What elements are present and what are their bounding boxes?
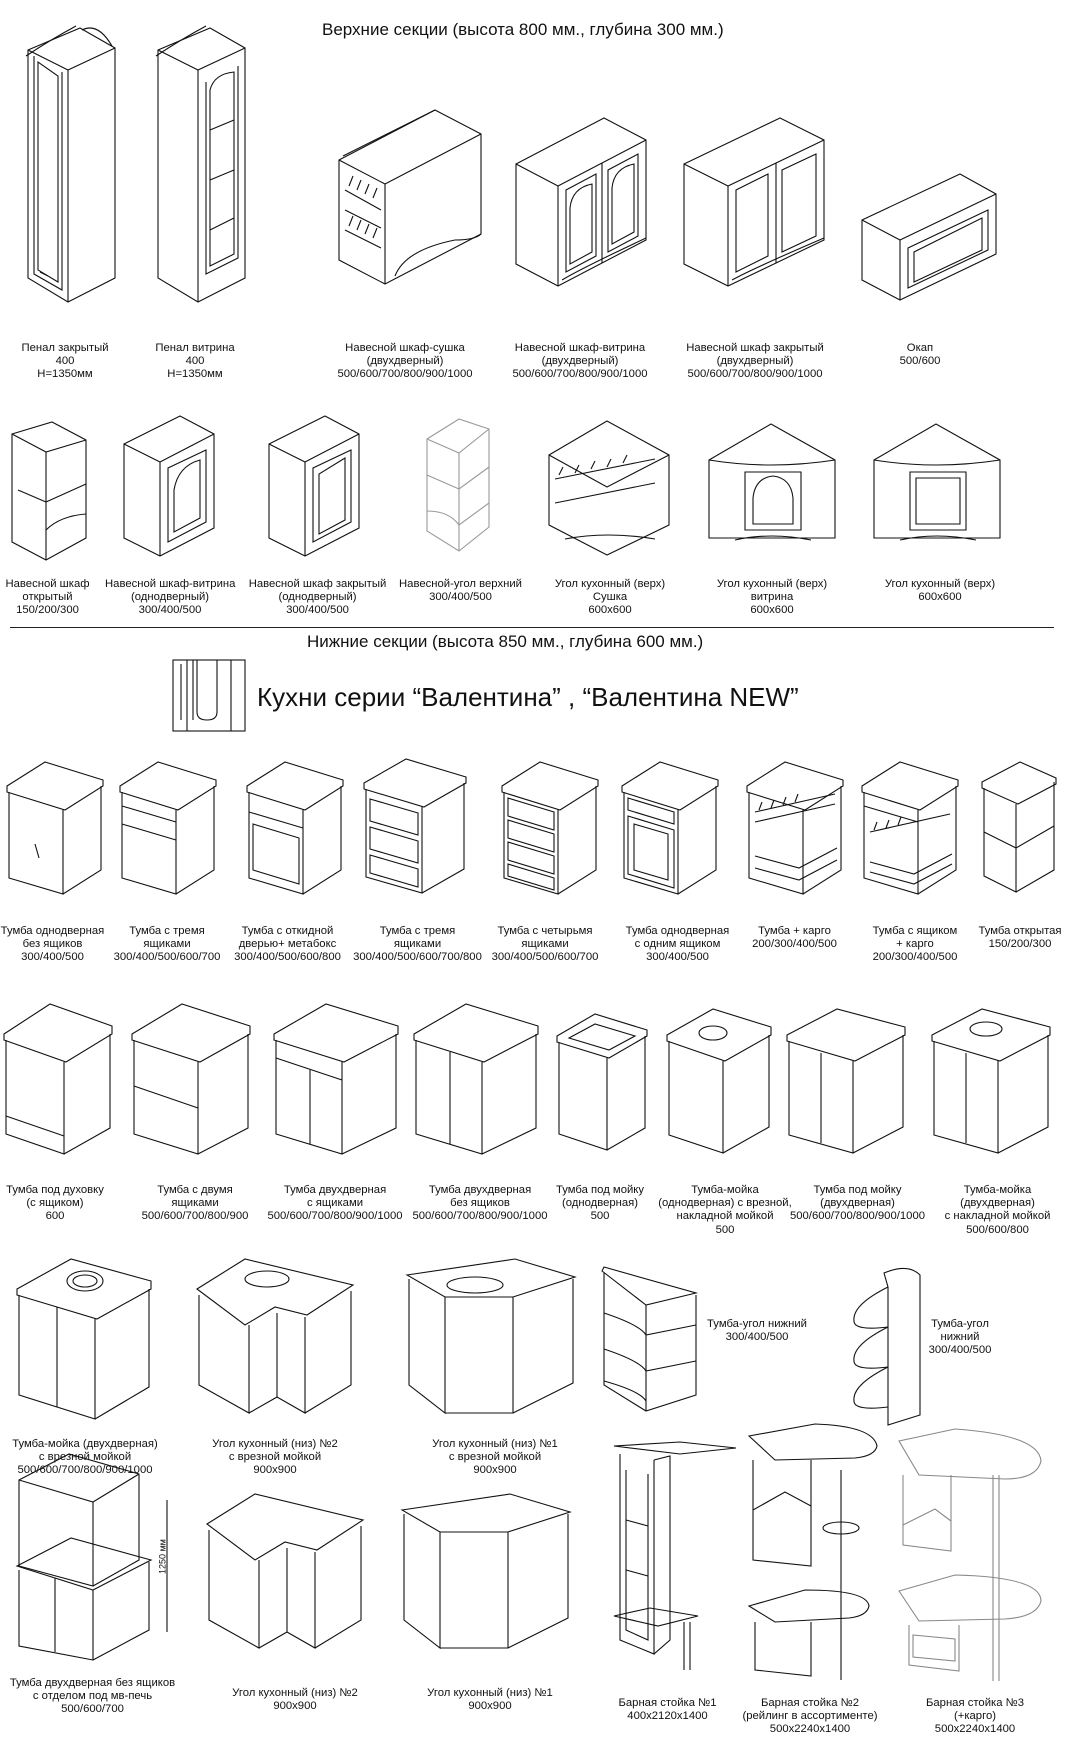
bar-2-drawing	[745, 1420, 880, 1685]
ugol-verh-drawing	[870, 420, 1005, 560]
naves-sushka-2-drawing	[335, 100, 485, 300]
tumba-otkidnoi-drawing	[245, 758, 350, 895]
naves-zakrytyi-1-drawing	[265, 410, 365, 570]
tumba-2dv-ya-drawing	[272, 1000, 402, 1155]
ugol-niz-2-moika-drawing	[195, 1255, 360, 1420]
caption-naves-vitrina-2: Навесной шкаф-витрина(двухдверный)500/60…	[512, 342, 648, 381]
tumba-moika-2-vrez-drawing	[15, 1255, 155, 1420]
tumba-otkrytaya-drawing	[980, 758, 1060, 893]
tumba-2dv-drawing	[412, 1000, 542, 1155]
ugol-verh-sushka-drawing	[545, 415, 675, 565]
naves-vitrina-2-drawing	[512, 108, 652, 303]
okap-drawing	[860, 170, 1000, 305]
tumba-2dv-mv-drawing	[15, 1450, 185, 1661]
ugol-verh-vitrina-drawing	[705, 420, 840, 560]
tumba-1dv-1ya-drawing	[620, 758, 725, 895]
ugol-niz-2-drawing	[205, 1490, 370, 1655]
tumba-kargo-drawing	[745, 758, 850, 895]
tumba-moika-1-vrez-drawing	[665, 1005, 775, 1155]
bar-3-drawing	[895, 1425, 1045, 1685]
caption-naves-sushka-2: Навесной шкаф-сушка(двухдверный)500/600/…	[337, 342, 473, 381]
upper-sections-heading: Верхние секции (высота 800 мм., глубина …	[322, 20, 724, 39]
caption-ugol-verh: Угол кухонный (верх)600x600	[884, 578, 996, 604]
tumba-ya-kargo-drawing	[860, 758, 965, 895]
bar-1-drawing	[610, 1440, 740, 1680]
tumba-2ya-drawing	[130, 1000, 255, 1155]
caption-tumba-moika-2-nakl: Тумба-мойка(двухдверная)с накладной мойк…	[944, 1184, 1051, 1236]
ugol-niz-1-moika-drawing	[405, 1255, 580, 1420]
caption-tumba-duhovka: Тумба под духовку(с ящиком)600	[6, 1184, 104, 1223]
tumba-3ya-a-drawing	[118, 758, 223, 895]
series-thumbnail	[172, 659, 247, 732]
naves-zakrytyi-2-drawing	[680, 108, 830, 303]
tumba-moika-1-drawing	[555, 1010, 650, 1155]
dimension-label: 1250 мм	[157, 1539, 168, 1575]
tumba-moika-2-nakl-drawing	[930, 1005, 1055, 1155]
caption-tumba-moika-1: Тумба под мойку(однодверная)500	[555, 1184, 645, 1223]
section-divider	[10, 627, 1054, 628]
lower-sections-heading: Нижние секции (высота 850 мм., глубина 6…	[307, 632, 704, 651]
caption-tumba-moika-2: Тумба под мойку(двухдверная)500/600/700/…	[789, 1184, 926, 1223]
naves-otkrytyi-drawing	[10, 420, 90, 570]
naves-vitrina-1-drawing	[120, 410, 220, 570]
tumba-moika-2-drawing	[785, 1005, 910, 1155]
tumba-4ya-drawing	[500, 758, 605, 895]
caption-naves-zakrytyi-1: Навесной шкаф закрытый(однодверный)300/4…	[248, 578, 387, 617]
caption-bar-2: Барная стойка №2(рейлинг в ассортименте)…	[742, 1697, 878, 1736]
ugol-niz-1-drawing	[400, 1490, 575, 1655]
caption-tumba-moika-2-vrez: Тумба-мойка (двухдверная)с врезной мойко…	[12, 1438, 158, 1477]
penal-vitrina-drawing	[150, 10, 250, 310]
tumba-3ya-b-drawing	[362, 755, 472, 894]
tumba-ugol-b-drawing	[850, 1265, 925, 1430]
tumba-duhovka-drawing	[2, 1000, 117, 1155]
series-title: Кухни серии “Валентина” , “Валентина NEW…	[257, 682, 799, 712]
caption-bar-3: Барная стойка №3(+карго)500x2240x1400	[925, 1697, 1025, 1736]
caption-tumba-moika-1-vrez: Тумба-мойка(однодверная) с врезной,накла…	[658, 1184, 792, 1236]
caption-naves-zakrytyi-2: Навесной шкаф закрытый(двухдверный)500/6…	[686, 342, 824, 381]
caption-naves-vitrina-1: Навесной шкаф-витрина(однодверный)300/40…	[105, 578, 236, 617]
tumba-ugol-a-drawing	[600, 1265, 700, 1415]
naves-ugol-drawing	[425, 415, 495, 555]
tumba-1dv-drawing	[5, 758, 110, 895]
penal-zakrytyi-drawing	[20, 10, 120, 310]
